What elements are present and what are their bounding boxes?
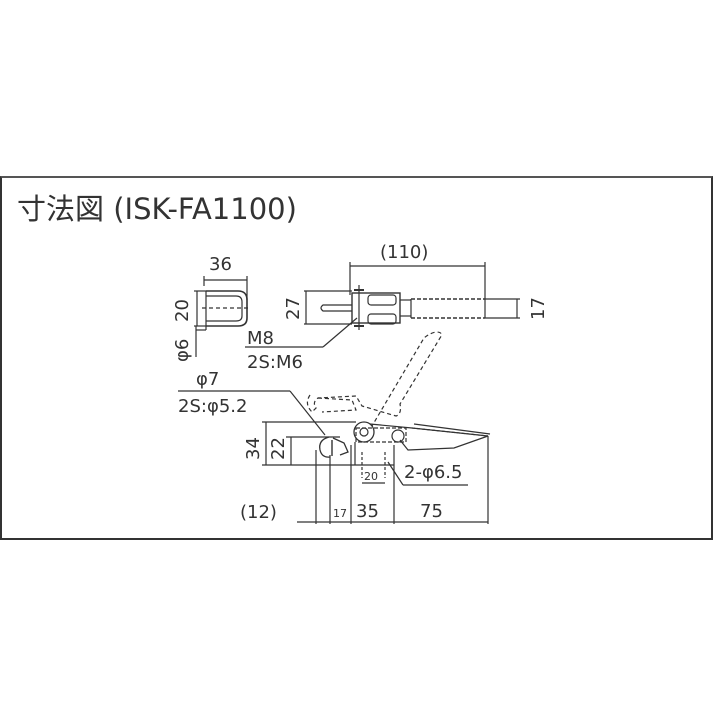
label-27: 27 bbox=[283, 297, 304, 320]
label-34: 34 bbox=[243, 437, 264, 460]
top-view bbox=[245, 262, 520, 348]
label-phi7: φ7 bbox=[196, 369, 219, 390]
label-17-handle: 17 bbox=[528, 297, 549, 320]
label-2s-phi5-2: 2S:φ5.2 bbox=[178, 396, 247, 417]
label-2-phi6-5: 2-φ6.5 bbox=[404, 462, 462, 483]
end-view bbox=[194, 276, 250, 357]
label-12: (12) bbox=[240, 502, 277, 523]
label-75: 75 bbox=[420, 501, 443, 522]
label-2s-m6: 2S:M6 bbox=[247, 352, 303, 373]
label-35: 35 bbox=[356, 501, 379, 522]
drawing-frame bbox=[0, 176, 713, 540]
side-view bbox=[178, 331, 491, 524]
label-110: (110) bbox=[380, 242, 428, 263]
label-phi6: φ6 bbox=[172, 339, 193, 362]
drawing-title: 寸法図 (ISK-FA1100) bbox=[17, 192, 297, 226]
label-36: 36 bbox=[209, 254, 232, 275]
label-22: 22 bbox=[268, 437, 289, 460]
label-20-pitch: 20 bbox=[364, 470, 378, 483]
label-20-end: 20 bbox=[172, 299, 193, 322]
label-17-bottom: 17 bbox=[333, 507, 347, 520]
label-m8: M8 bbox=[247, 328, 274, 349]
